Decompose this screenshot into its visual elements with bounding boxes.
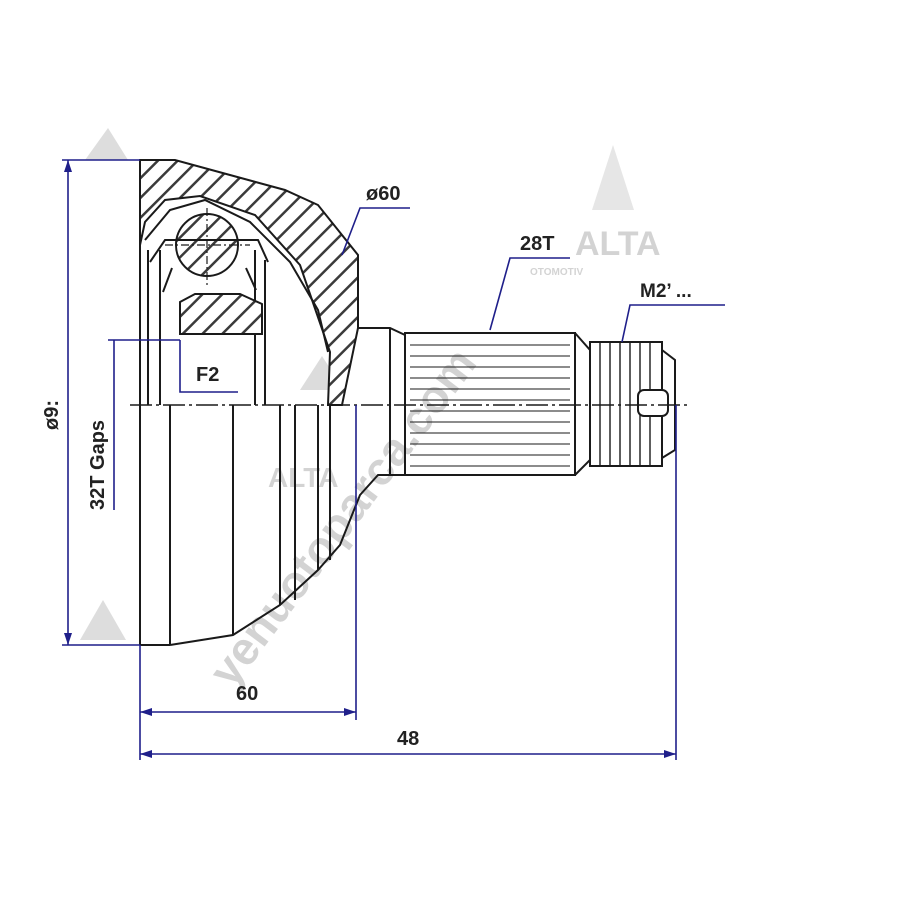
watermark-brand: ALTA bbox=[575, 225, 661, 263]
arrowheads bbox=[64, 160, 676, 758]
cage-lower-arc bbox=[162, 267, 173, 293]
watermark-brand-sub: OTOMOTIV bbox=[530, 267, 583, 278]
label-outer-diameter: ø9: bbox=[41, 400, 63, 430]
cage-upper-arc bbox=[149, 239, 269, 263]
spline-leader bbox=[489, 257, 570, 331]
housing-inner-profile bbox=[144, 198, 329, 353]
f2-leader bbox=[179, 340, 238, 393]
spline-teeth bbox=[410, 344, 570, 467]
cage-segment bbox=[179, 293, 263, 335]
watermark-logo-top bbox=[85, 128, 128, 160]
label-dia60: ø60 bbox=[366, 183, 400, 205]
label-bell-length: 60 bbox=[236, 683, 258, 705]
label-spline: 28T bbox=[520, 233, 554, 255]
watermark-logo-right bbox=[592, 145, 634, 210]
boot-profile bbox=[140, 405, 405, 646]
watermark-logo-bottom bbox=[80, 600, 126, 640]
boot-outline bbox=[169, 474, 405, 646]
watermark-brand-mid: ALTA bbox=[268, 462, 339, 493]
dia60-leader bbox=[341, 207, 410, 256]
label-gaps: 32T Gaps bbox=[87, 420, 109, 510]
spline-section bbox=[404, 332, 576, 476]
outer-housing bbox=[139, 159, 359, 645]
dimensions bbox=[62, 159, 725, 760]
cotter-slot bbox=[637, 389, 669, 417]
stub-shaft bbox=[358, 327, 676, 476]
label-total-length: 48 bbox=[397, 728, 419, 750]
shaft-taper bbox=[574, 332, 591, 476]
cage-right-arc bbox=[245, 267, 257, 291]
label-f2: F2 bbox=[196, 364, 219, 386]
thread-leader bbox=[621, 304, 725, 343]
label-thread: M2’ ... bbox=[640, 281, 692, 302]
